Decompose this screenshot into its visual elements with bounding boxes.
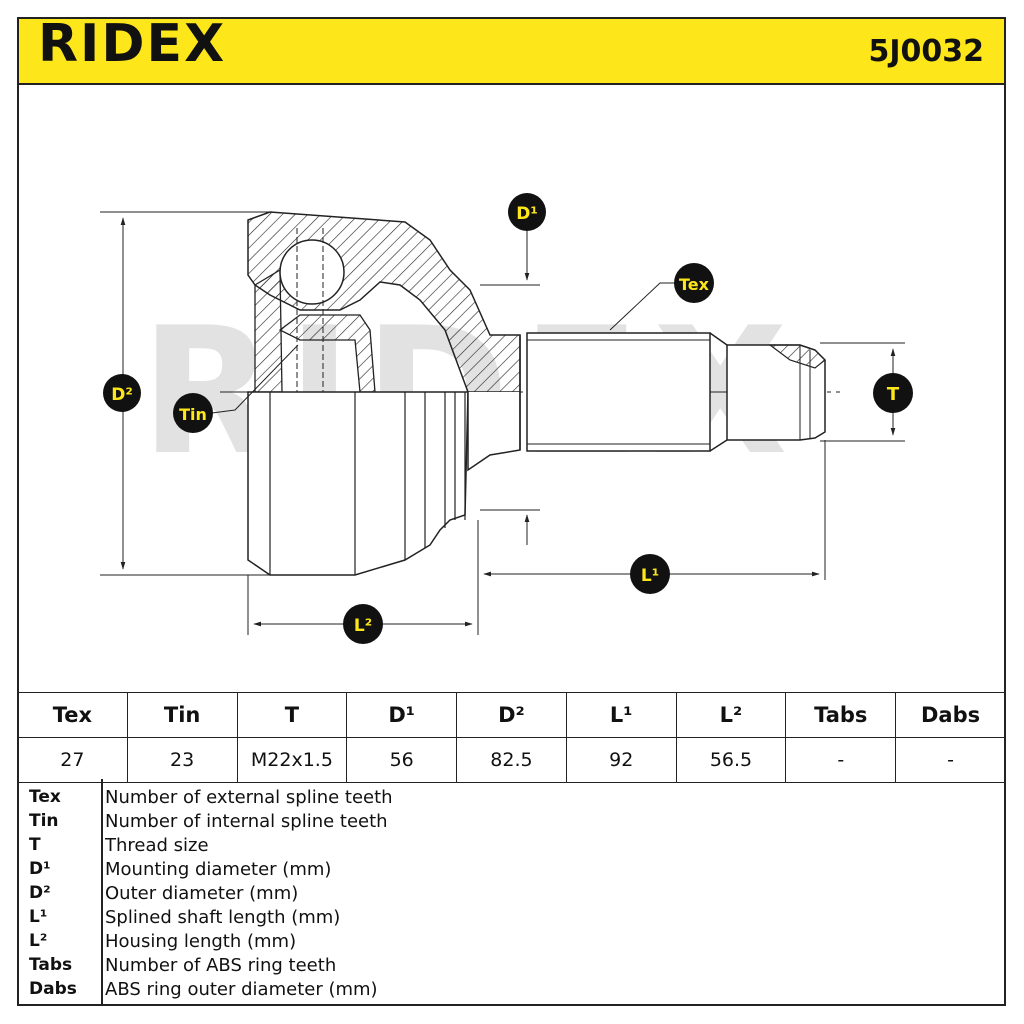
spec-value-row: 27 23 M22x1.5 56 82.5 92 56.5 - - [17, 737, 1006, 783]
housing-outer [247, 391, 469, 576]
spec-value-cell: 23 [126, 737, 238, 783]
label-l2: L² [343, 604, 383, 644]
spec-value-cell: 56 [346, 737, 458, 783]
svg-text:T: T [887, 384, 900, 405]
ball [279, 239, 345, 305]
svg-text:D²: D² [111, 385, 133, 405]
legend-desc: Mounting diameter (mm) [105, 859, 332, 880]
label-tin: Tin [173, 393, 213, 433]
spec-value-cell: M22x1.5 [236, 737, 348, 783]
legend-key: D² [29, 883, 51, 903]
label-tex: Tex [674, 263, 714, 303]
legend-item: D¹ Mounting diameter (mm) [17, 859, 1006, 883]
spec-value-cell: 92 [565, 737, 677, 783]
legend-item: T Thread size [17, 835, 1006, 859]
svg-text:Tex: Tex [679, 275, 710, 294]
spec-header-cell: D² [456, 692, 567, 738]
spec-value-cell: 27 [17, 737, 128, 783]
part-number: 5J0032 [868, 34, 984, 69]
legend-item: Dabs ABS ring outer diameter (mm) [17, 979, 1006, 1003]
legend-key: Tabs [29, 955, 73, 975]
legend-key: L¹ [29, 907, 48, 927]
legend-key: D¹ [29, 859, 51, 879]
legend-desc: Splined shaft length (mm) [105, 907, 341, 928]
legend-key: Tex [29, 787, 61, 807]
spec-header-cell: Dabs [895, 692, 1006, 738]
spec-value-cell: 82.5 [456, 737, 567, 783]
spec-value-cell: - [895, 737, 1006, 783]
svg-text:Tin: Tin [179, 405, 207, 424]
technical-drawing: RIDEX D² [100, 193, 913, 644]
brand-logo: RIDEX [38, 14, 227, 74]
legend-key: Tin [29, 811, 59, 831]
spec-header-cell: Tabs [785, 692, 897, 738]
label-t: T [873, 373, 913, 413]
header-bar [17, 17, 1006, 85]
spec-header-cell: T [236, 692, 348, 738]
svg-text:L²: L² [354, 616, 372, 636]
spec-table: Tex Tin T D¹ D² L¹ L² Tabs Dabs 27 23 M2… [17, 692, 1006, 783]
label-d2: D² [103, 374, 141, 412]
spec-header-cell: L¹ [565, 692, 677, 738]
spec-header-cell: L² [675, 692, 787, 738]
legend-desc: Number of ABS ring teeth [105, 955, 337, 976]
legend-desc: ABS ring outer diameter (mm) [105, 979, 378, 1000]
legend-key: L² [29, 931, 48, 951]
legend-item: Tabs Number of ABS ring teeth [17, 955, 1006, 979]
svg-text:L¹: L¹ [641, 566, 659, 586]
legend-item: L² Housing length (mm) [17, 931, 1006, 955]
spec-header-cell: Tin [126, 692, 238, 738]
legend-key: Dabs [29, 979, 77, 999]
spec-header-cell: D¹ [346, 692, 458, 738]
legend-item: Tex Number of external spline teeth [17, 787, 1006, 811]
legend-key: T [29, 835, 41, 855]
legend-desc: Number of external spline teeth [105, 787, 393, 808]
label-d1: D¹ [508, 193, 546, 231]
spec-value-cell: - [785, 737, 897, 783]
svg-text:D¹: D¹ [516, 204, 538, 224]
legend-desc: Thread size [105, 835, 209, 856]
legend-divider [101, 779, 103, 1006]
legend: Tex Number of external spline teeth Tin … [17, 779, 1006, 1006]
label-l1: L¹ [630, 554, 670, 594]
spec-header-row: Tex Tin T D¹ D² L¹ L² Tabs Dabs [17, 692, 1006, 738]
spec-header-cell: Tex [17, 692, 128, 738]
legend-item: L¹ Splined shaft length (mm) [17, 907, 1006, 931]
legend-desc: Number of internal spline teeth [105, 811, 388, 832]
spec-value-cell: 56.5 [675, 737, 787, 783]
legend-desc: Housing length (mm) [105, 931, 297, 952]
legend-desc: Outer diameter (mm) [105, 883, 299, 904]
legend-item: Tin Number of internal spline teeth [17, 811, 1006, 835]
legend-item: D² Outer diameter (mm) [17, 883, 1006, 907]
splined-shaft [526, 332, 711, 452]
